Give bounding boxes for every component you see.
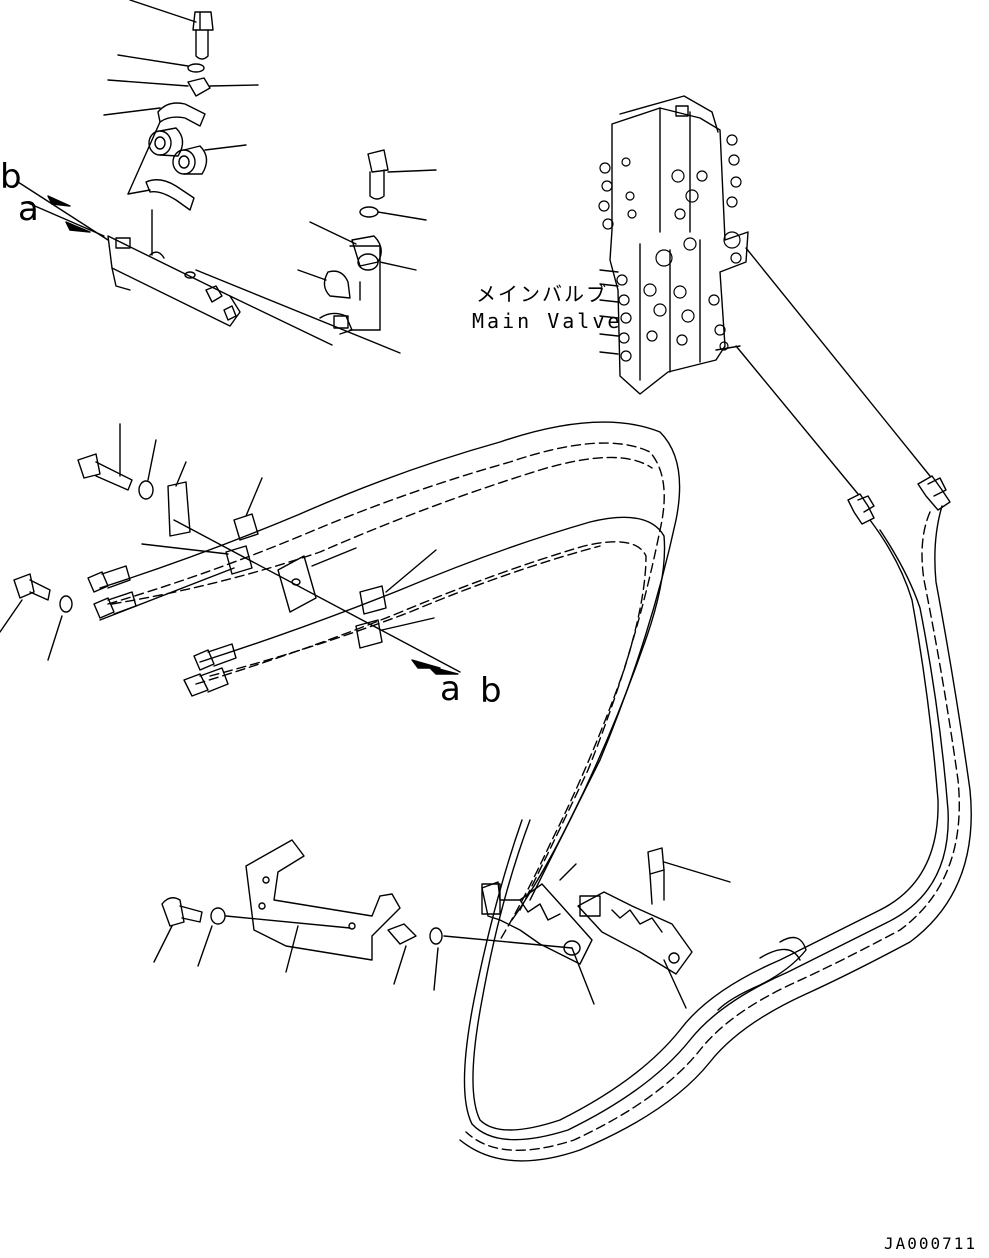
bolt-mid bbox=[77, 423, 133, 491]
bolt-bottom bbox=[153, 897, 203, 963]
main-valve bbox=[598, 95, 749, 395]
rubber-rings bbox=[148, 127, 247, 175]
right-fittings bbox=[847, 475, 951, 525]
bracket-bottom bbox=[245, 839, 401, 961]
figure-id: JA000711 bbox=[883, 1234, 977, 1253]
main-valve-label-en: Main Valve bbox=[472, 309, 623, 333]
clamp-body-two bbox=[297, 221, 417, 335]
callout-top-b: b bbox=[0, 157, 22, 197]
bracket-mid bbox=[167, 481, 191, 537]
mounting-bar bbox=[107, 209, 401, 354]
leader-bottom bbox=[559, 863, 577, 881]
mid-clamp-assembly bbox=[0, 423, 461, 675]
arrow-ab-top bbox=[17, 181, 109, 241]
clamp-set-two bbox=[297, 149, 437, 335]
bolt-left bbox=[0, 573, 51, 633]
hose-fittings-left bbox=[87, 565, 237, 697]
top-left-assembly bbox=[17, 0, 401, 354]
bolt-two bbox=[367, 149, 437, 200]
bottom-bracket-assembly bbox=[153, 839, 731, 1009]
bolt-top bbox=[129, 0, 214, 60]
callout-mid-b: b bbox=[480, 671, 502, 711]
hose-right-loop bbox=[459, 505, 972, 1162]
washer-top bbox=[187, 63, 205, 73]
collar-top bbox=[107, 77, 259, 97]
callout-top-a: a bbox=[18, 189, 39, 229]
valve-leader-lines bbox=[735, 247, 931, 495]
clamp-lower bbox=[127, 179, 195, 211]
callout-mid-a: a bbox=[440, 669, 461, 709]
hose-left-arc bbox=[99, 421, 681, 941]
clamp-upper bbox=[103, 102, 206, 195]
main-valve-label-jp: メインバルブ bbox=[476, 282, 608, 306]
